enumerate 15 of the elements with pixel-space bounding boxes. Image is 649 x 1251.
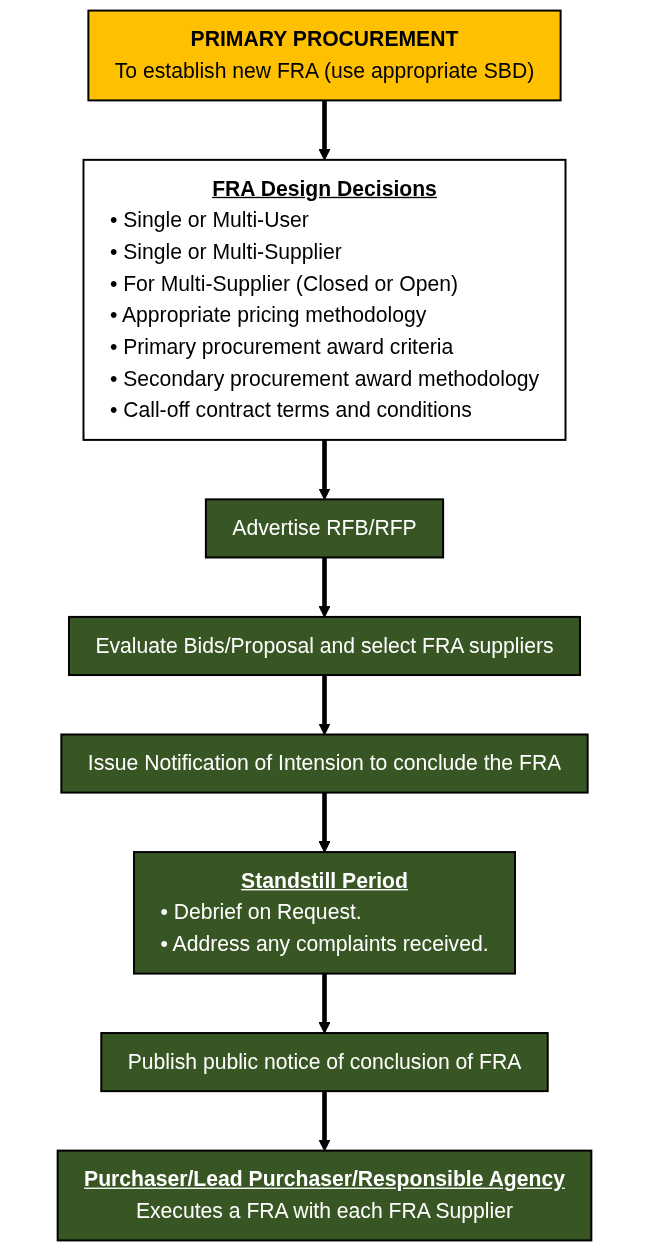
arrow [318,100,331,161]
node-box: Publish public notice of conclusion of FRA [100,1032,549,1093]
node-box: Purchaser/Lead Purchaser/Responsible Agency Executes a FRA with each FRA Supplier [56,1149,593,1242]
node-box: Advertise RFB/RFP [204,498,445,559]
node-box: FRA Design Decisions • Single or Multi-User • Single or Multi-Supplier • For Multi-Supplier (Closed or Open) • Appropriate pricing methodology • Primary procurement award criteria • Secondary procurement award methodology • Call-off contract terms and conditions [82,158,567,441]
node-box: Standstill Period • Debrief on Request. • Address any complaints received. [133,851,516,975]
arrow [318,675,331,735]
arrow [318,973,331,1034]
node-box: PRIMARY PROCUREMENT To establish new FRA (use appropriate SBD) [87,9,562,102]
node-box: Issue Notification of Intension to conclude the FRA [60,733,589,794]
arrow [318,792,331,853]
arrow [318,1091,331,1152]
arrow [318,439,331,500]
node-box: Evaluate Bids/Proposal and select FRA suppliers [68,615,581,677]
arrow [318,557,331,618]
